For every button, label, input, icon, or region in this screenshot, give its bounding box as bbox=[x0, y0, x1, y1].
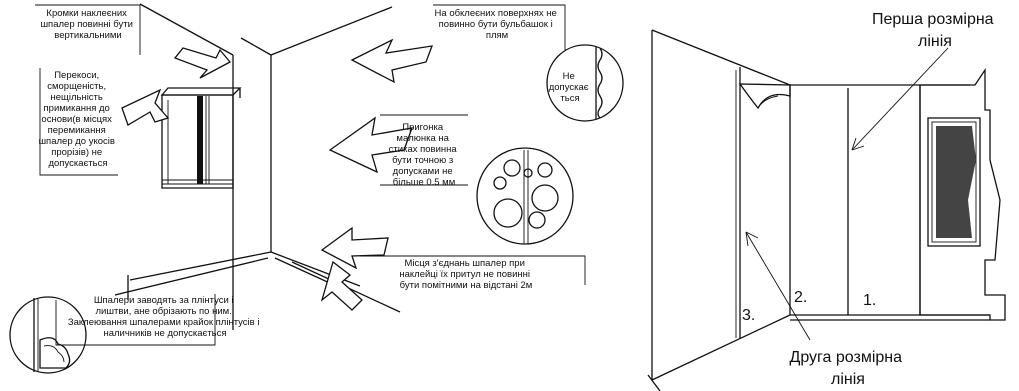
strip-number-3: 3. bbox=[742, 307, 755, 324]
text-pattern-match: Пригонка малюнка на стиках повинна бути … bbox=[389, 122, 460, 188]
peeling-corner bbox=[738, 83, 791, 110]
detail-skirting bbox=[9, 296, 87, 374]
window-drawing bbox=[160, 87, 242, 189]
arrow-vertical-edges bbox=[173, 47, 232, 79]
text-no-bubbles: На обклеєних поверхнях не повинно бути б… bbox=[435, 8, 560, 41]
text-skirting: Шпалери заводять за плінтуси і лиштви, а… bbox=[68, 295, 262, 339]
arrow-no-bubbles bbox=[350, 38, 433, 84]
arrow-distortions bbox=[121, 88, 170, 126]
right-window bbox=[919, 67, 1006, 321]
right-room-diagram: Перша розмірна лінія Друга розмірна ліні… bbox=[647, 11, 1006, 391]
text-distortions: Перекоси, сморщеність, нещільність прими… bbox=[38, 70, 117, 169]
first-dim-arrow bbox=[851, 47, 949, 151]
strip-number-2: 2. bbox=[794, 289, 807, 306]
strip-number-1: 1. bbox=[863, 292, 876, 309]
arrow-skirting bbox=[320, 260, 363, 311]
second-dim-arrow bbox=[745, 231, 811, 341]
text-detail-not-allowed: Не допускає ться bbox=[549, 71, 592, 104]
text-joints: Місця з'єднань шпалер при наклейці їх пр… bbox=[399, 258, 532, 291]
first-dim-label: Перша розмірна лінія bbox=[872, 11, 998, 50]
left-room-diagram: Кромки наклеєних шпалер повинні бути вер… bbox=[9, 3, 624, 374]
detail-no-bubbles bbox=[546, 44, 624, 122]
second-dim-label: Друга розмірна лінія bbox=[790, 349, 907, 388]
detail-pattern-match bbox=[476, 147, 574, 245]
arrow-joints bbox=[320, 226, 389, 270]
text-vertical-edges: Кромки наклеєних шпалер повинні бути вер… bbox=[40, 8, 135, 41]
arrow-pattern bbox=[328, 116, 413, 174]
